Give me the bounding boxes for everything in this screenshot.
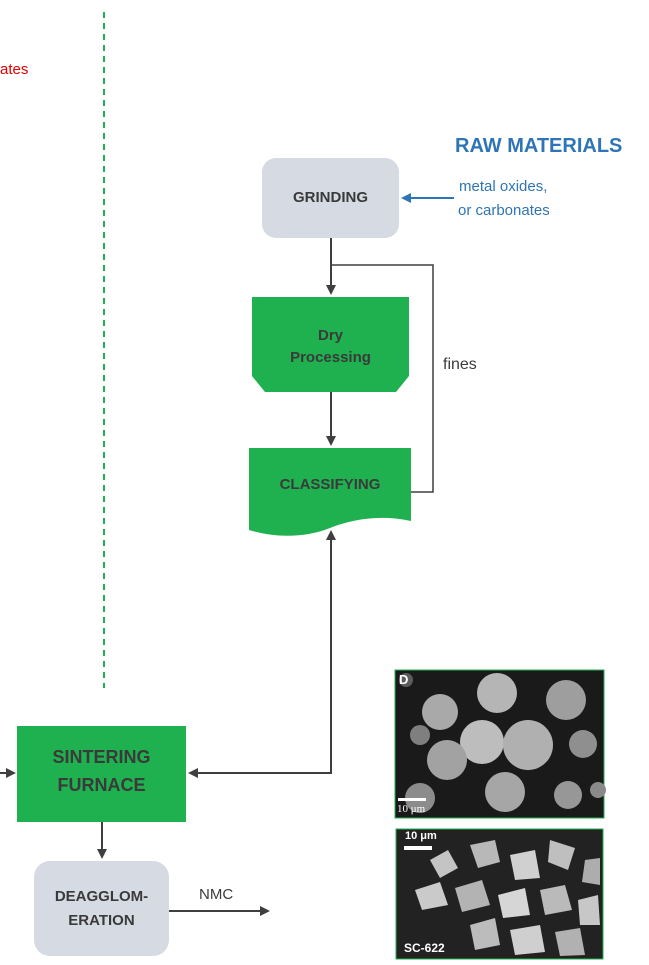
sintering-furnace-box xyxy=(17,726,186,822)
classifying-label: CLASSIFYING xyxy=(279,476,381,493)
deagglomeration-label-line2: ERATION xyxy=(68,912,135,929)
grinding-box xyxy=(262,158,399,238)
sem-bottom-scale-label: 10 μm xyxy=(405,830,437,842)
nmc-label: NMC xyxy=(199,886,234,903)
dry-processing-label-line2: Processing xyxy=(290,349,371,366)
sem-bottom-sample-label: SC-622 xyxy=(404,941,445,955)
classifying-sintering-line xyxy=(188,536,332,778)
dry-processing-label-line1: Dry xyxy=(317,327,343,344)
raw-materials-title: RAW MATERIALS xyxy=(455,135,623,157)
sem-micrograph-bottom xyxy=(395,828,604,960)
sem-micrograph-top xyxy=(394,669,606,819)
deagglomeration-label-line1: DEAGGLOM- xyxy=(54,888,149,905)
raw-materials-line2: or carbonates xyxy=(458,202,550,219)
grinding-label: GRINDING xyxy=(293,189,368,206)
dry-processing-shape xyxy=(252,297,409,392)
raw-materials-line1: metal oxides, xyxy=(459,178,548,195)
classifying-shape xyxy=(249,448,411,536)
sem-top-scale-label: 10 μm xyxy=(397,803,426,815)
sintering-label-line2: FURNACE xyxy=(57,775,146,795)
deagglomeration-box xyxy=(34,861,169,956)
sintering-label-line1: SINTERING xyxy=(52,747,151,767)
fines-label: fines xyxy=(443,356,477,373)
fines-loop-line xyxy=(331,264,434,493)
cut-off-red-text: ates xyxy=(0,61,29,78)
sem-top-panel-letter: D xyxy=(399,672,409,687)
